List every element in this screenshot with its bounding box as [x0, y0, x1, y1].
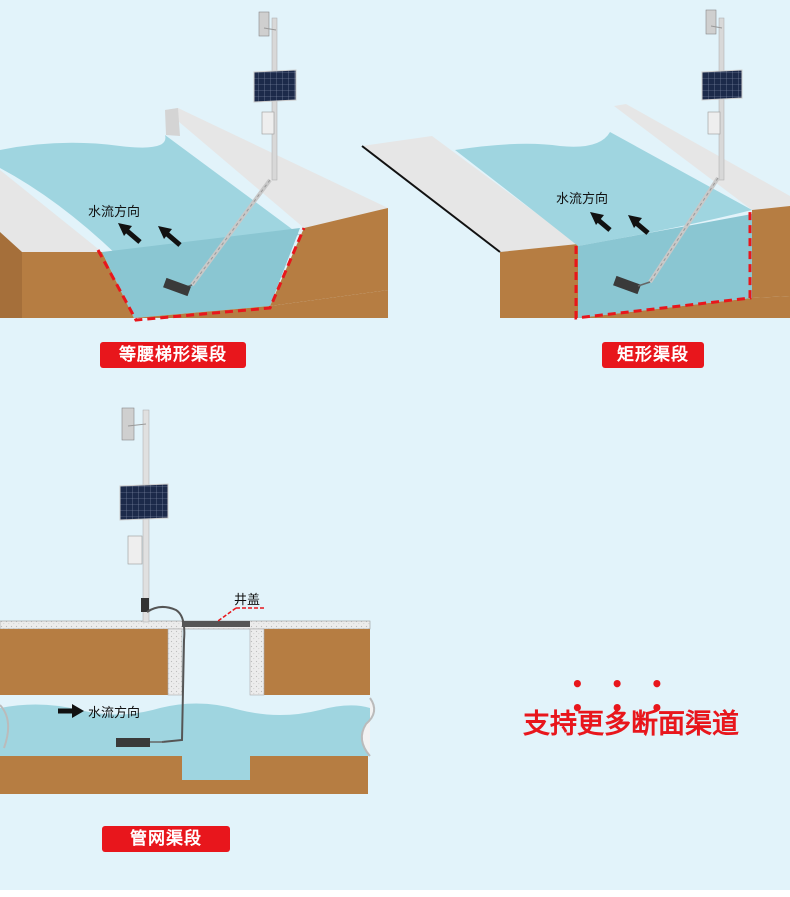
radar-sensor-icon	[116, 738, 150, 747]
radar-sensor-icon	[613, 275, 641, 295]
lower-soil	[0, 756, 368, 794]
support-more-sections-text: 支持更多断面渠道	[523, 709, 739, 740]
pipe-water	[0, 703, 370, 780]
left-bank	[0, 170, 102, 252]
control-box	[127, 535, 143, 565]
pipe-section-label: 管网渠段	[102, 826, 230, 852]
right-soil	[270, 208, 388, 306]
solar-panel-icon	[119, 483, 169, 521]
upper-soil-right	[264, 629, 370, 695]
control-box	[261, 111, 275, 135]
left-bank	[362, 136, 578, 252]
flow-arrow-icon	[118, 223, 182, 247]
trapezoid-outline	[96, 227, 306, 322]
solar-panel-icon	[701, 69, 743, 101]
flow-arrow-icon	[590, 212, 650, 235]
manhole-wall-right	[249, 628, 265, 696]
left-soil	[500, 244, 578, 318]
manhole-wall-left	[167, 628, 183, 696]
weather-sensor-icon	[705, 9, 717, 35]
solar-panel-icon	[253, 69, 297, 103]
manhole-cover-text: 井盖	[234, 593, 260, 608]
trapezoid-channel-diagram: 水流方向	[0, 11, 388, 322]
pipe-network-diagram: 井盖 水流方向	[0, 407, 376, 794]
radar-sensor-icon	[163, 277, 191, 297]
flow-direction-text: 水流方向	[88, 204, 140, 220]
water-body	[578, 214, 752, 318]
left-soil	[22, 252, 134, 318]
manhole-cover	[182, 621, 250, 627]
rectangle-channel-diagram: 水流方向	[361, 9, 790, 320]
rectangle-section-label: 矩形渠段	[602, 342, 704, 368]
flow-arrow-icon	[58, 704, 84, 718]
rectangle-outline	[574, 210, 752, 320]
right-soil	[752, 206, 790, 298]
flow-direction-text: 水流方向	[88, 705, 140, 721]
decorative-dots: • • • • • •	[571, 672, 674, 720]
flow-direction-text: 水流方向	[556, 191, 608, 207]
control-box	[707, 111, 721, 135]
upper-soil-left	[0, 629, 168, 695]
trapezoid-section-label: 等腰梯形渠段	[100, 342, 246, 368]
sensor-cable	[146, 606, 186, 743]
water-surface	[0, 135, 300, 258]
weather-sensor-icon	[121, 407, 135, 441]
right-bank	[614, 104, 790, 210]
weather-sensor-icon	[258, 11, 270, 37]
water-surface	[455, 132, 752, 246]
